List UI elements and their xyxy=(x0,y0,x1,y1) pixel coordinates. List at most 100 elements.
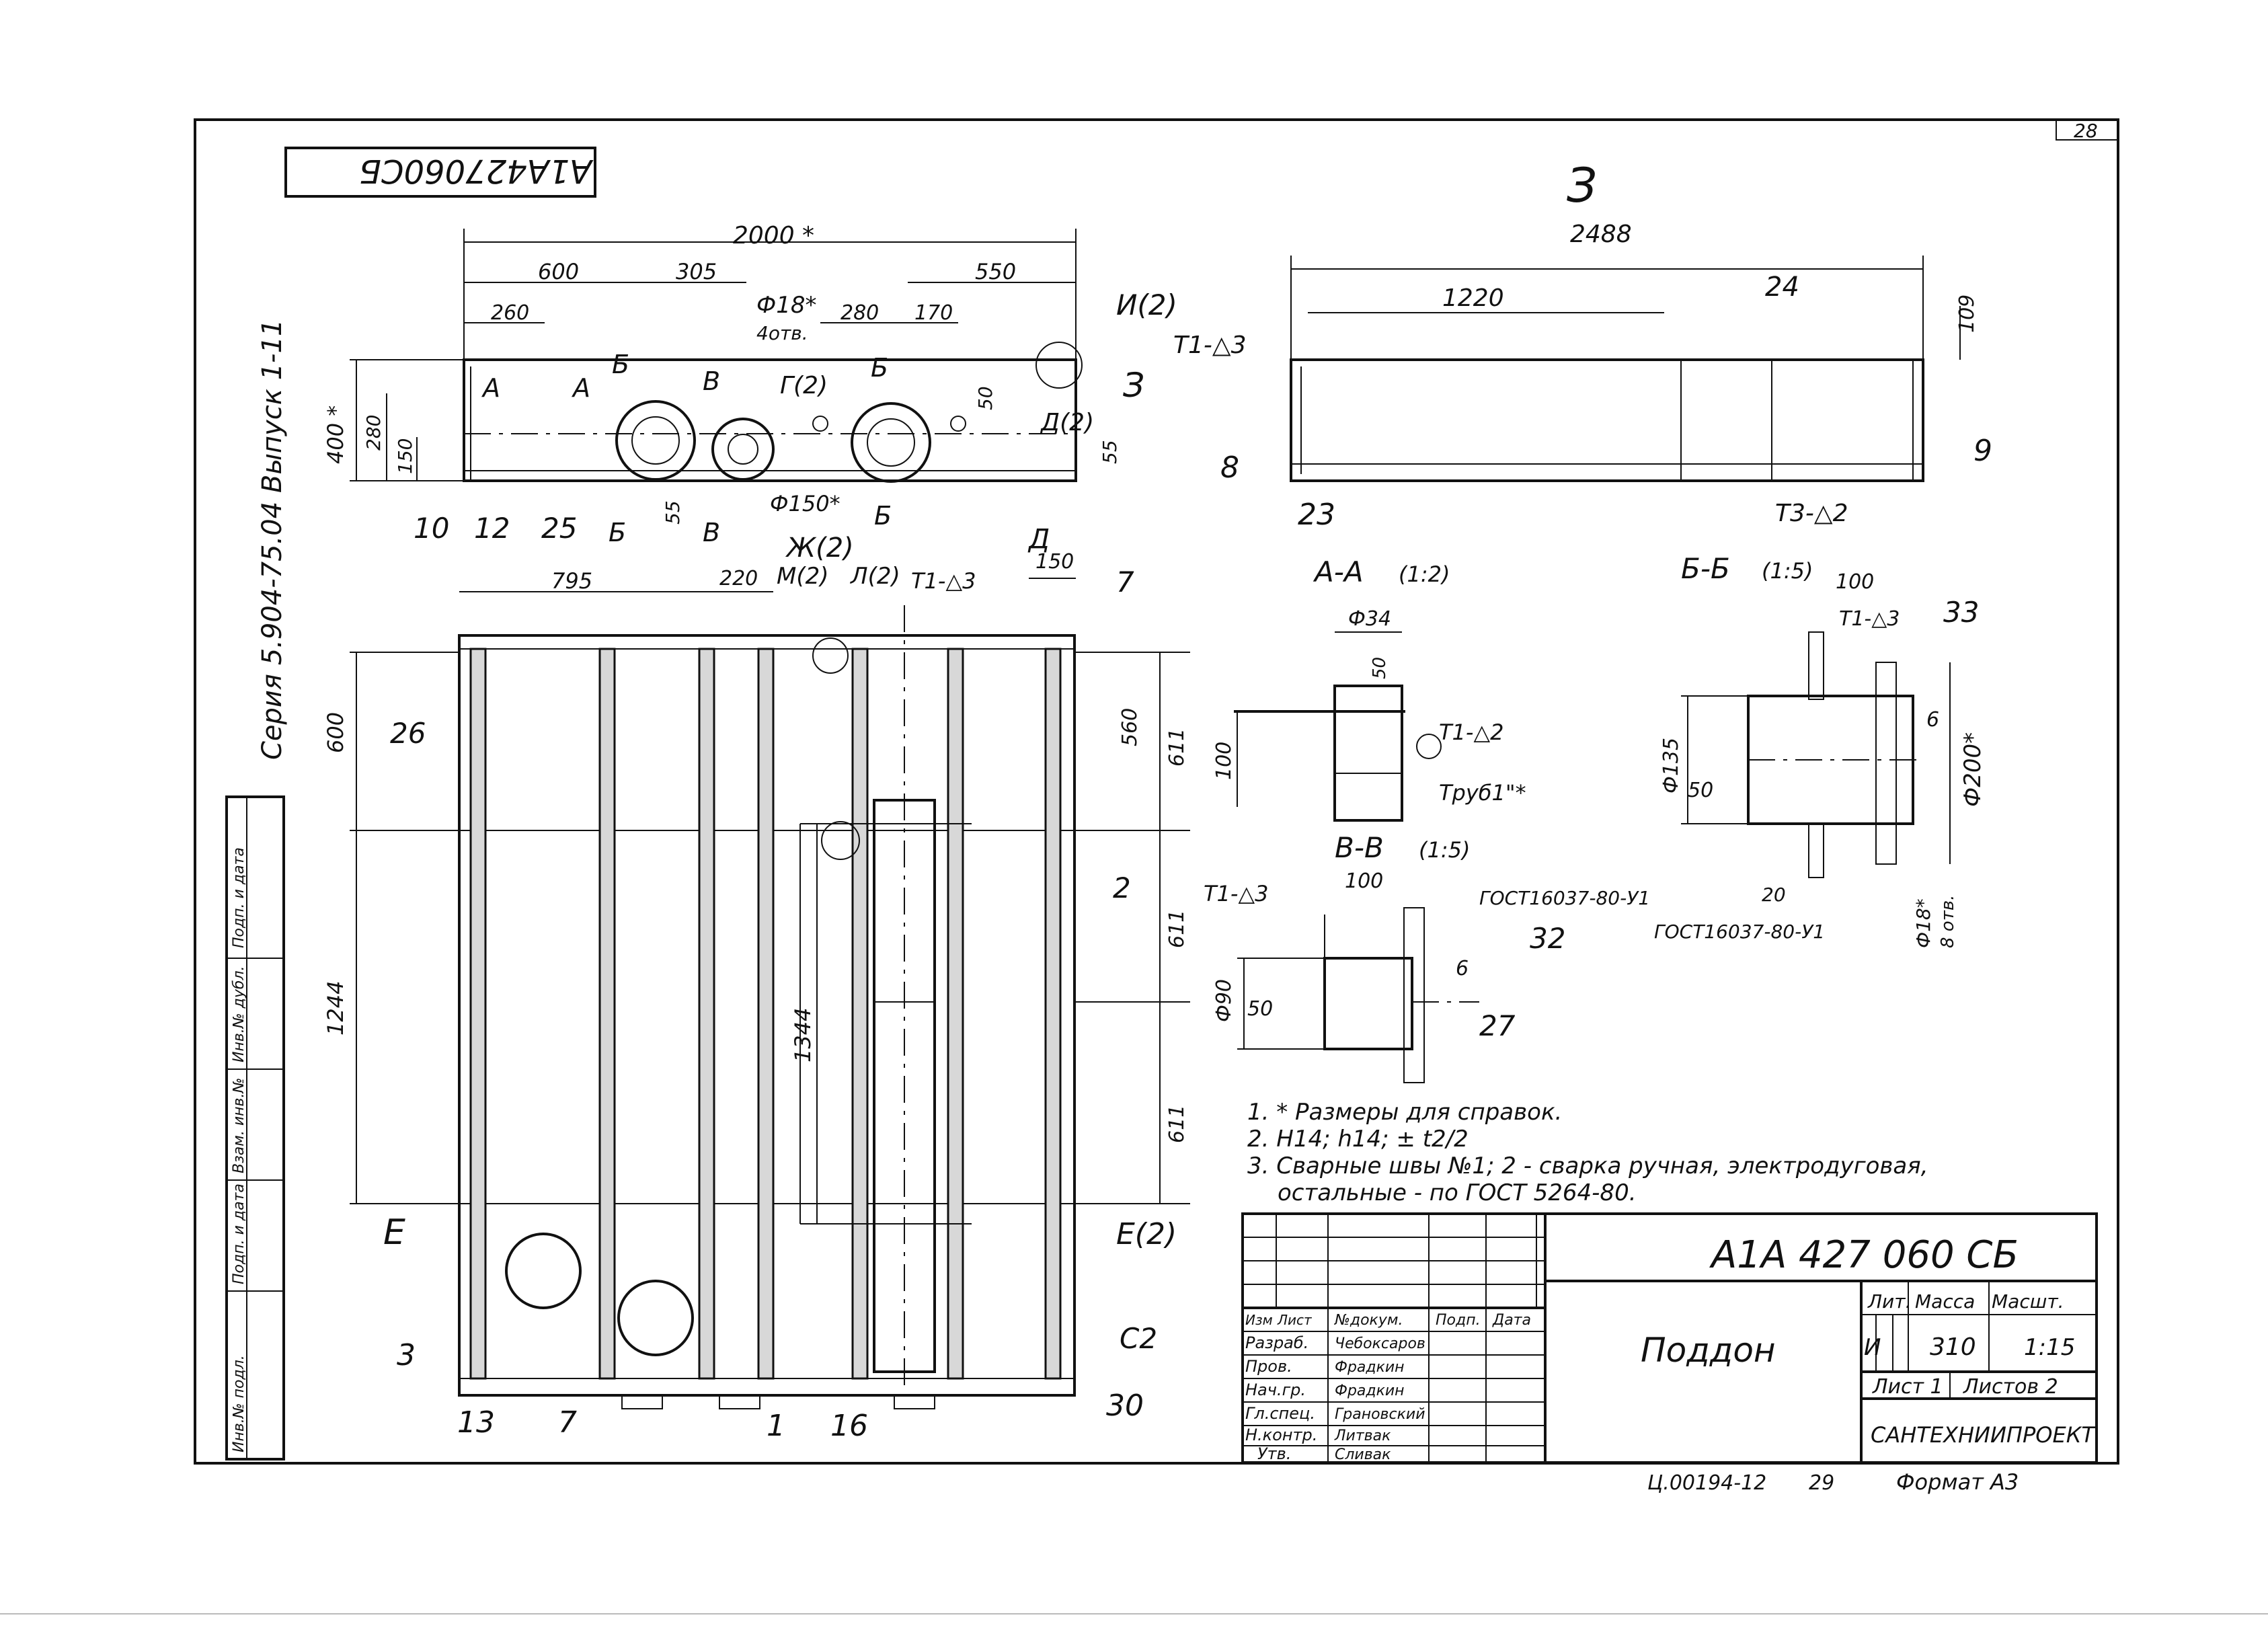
section-bb-drawing xyxy=(1681,631,1951,878)
plan-mark-m2: М(2) xyxy=(777,563,829,590)
dim-260: 260 xyxy=(491,301,529,325)
section-aa-dim-100: 100 xyxy=(1212,742,1236,780)
dim-280: 280 xyxy=(840,301,879,325)
plan-callout-16: 16 xyxy=(830,1409,868,1443)
title-block xyxy=(1241,1212,2098,1464)
tb-sheet: Лист 1 xyxy=(1872,1375,1943,1399)
side-col-3: Взам. инв.№ xyxy=(231,1078,247,1173)
section-aa-weld: Т1-△2 xyxy=(1439,719,1503,745)
tb-name-1: Чебоксаров xyxy=(1335,1335,1425,1352)
plan-callout-7: 7 xyxy=(1116,566,1134,598)
view-z-drawing xyxy=(1290,256,1961,482)
view-mark-i2: И(2) xyxy=(1116,288,1177,321)
section-mark-b3: Б xyxy=(609,518,626,547)
tb-lit-label: Лит. xyxy=(1867,1290,1911,1313)
tb-h-doc: №докум. xyxy=(1334,1312,1403,1329)
section-vv-title: В-В xyxy=(1335,831,1384,864)
section-bb-dim-50: 50 xyxy=(1688,779,1713,802)
view-z-callout-9: 9 xyxy=(1973,434,1992,468)
dim-305: 305 xyxy=(676,259,717,284)
section-aa-dim-34: Ф34 xyxy=(1348,607,1391,631)
tb-lit: И xyxy=(1864,1334,1881,1361)
plan-callout-2: 2 xyxy=(1113,871,1131,904)
plan-mark-weld: Т1-△3 xyxy=(911,568,976,594)
view-mark-z: З xyxy=(1123,366,1144,405)
section-mark-a1: А xyxy=(481,373,500,403)
section-bb-dim-100: 100 xyxy=(1836,570,1874,594)
plan-dim-795: 795 xyxy=(551,568,592,594)
section-vv-callout-27: 27 xyxy=(1479,1009,1516,1042)
section-bb-dim-200: Ф200* xyxy=(1959,732,1986,807)
section-mark-g2: Г(2) xyxy=(780,372,828,399)
plan-callout-13: 13 xyxy=(457,1405,495,1440)
note-1: 1. * Размеры для справок. xyxy=(1247,1099,1562,1126)
dim-2000: 2000 * xyxy=(733,222,814,249)
callout-10: 10 xyxy=(414,512,449,545)
section-mark-d: Д xyxy=(1027,524,1050,555)
plan-callout-c2: С2 xyxy=(1120,1322,1157,1355)
dim-50-v: 50 xyxy=(974,386,996,410)
plan-callout-7b: 7 xyxy=(558,1405,577,1440)
side-col-4: Подп. и дата xyxy=(231,1183,247,1284)
plan-dim-611-b: 611 xyxy=(1165,910,1189,948)
section-bb-callout-33: 33 xyxy=(1943,596,1979,629)
tb-sheets: Листов 2 xyxy=(1963,1375,2058,1399)
dim-55-v: 55 xyxy=(662,500,684,524)
section-vv-callout-32: 32 xyxy=(1530,922,1565,955)
section-bb-dim-6: 6 xyxy=(1926,708,1939,732)
section-vv-dim-50: 50 xyxy=(1247,997,1273,1021)
tb-role-1: Разраб. xyxy=(1245,1333,1308,1352)
plan-dim-611-a: 611 xyxy=(1165,728,1189,767)
plan-mark-e2: Е(2) xyxy=(1116,1217,1177,1251)
plan-dim-600: 600 xyxy=(323,712,348,753)
hole-note-150: Ф150* xyxy=(770,491,840,516)
plan-callout-26: 26 xyxy=(390,717,426,750)
side-col-2: Инв.№ дубл. xyxy=(231,966,247,1062)
view-z-callout-24: 24 xyxy=(1765,272,1799,303)
side-strip: Подп. и дата Инв.№ дубл. Взам. инв.№ Под… xyxy=(225,795,285,1461)
plan-mark-e: Е xyxy=(383,1212,405,1253)
dim-400: 400 * xyxy=(323,405,348,464)
side-col-1: Подп. и дата xyxy=(231,847,247,948)
tb-name-5: Литвак xyxy=(1334,1428,1391,1444)
plan-callout-3: 3 xyxy=(397,1338,416,1372)
section-mark-b2: Б xyxy=(871,353,888,383)
section-mark-d2: Д(2) xyxy=(1040,409,1094,436)
tb-name-2: Фрадкин xyxy=(1335,1359,1405,1376)
section-aa-dim-50: 50 xyxy=(1370,657,1390,679)
dim-170: 170 xyxy=(914,301,953,325)
plan-dim-611-c: 611 xyxy=(1165,1105,1189,1143)
tb-role-2: Пров. xyxy=(1245,1357,1292,1376)
section-mark-b4: Б xyxy=(874,501,892,531)
series-label: Серия 5.904-75.04 Выпуск 1-11 xyxy=(257,319,288,760)
note-3b: остальные - по ГОСТ 5264-80. xyxy=(1278,1179,1637,1206)
sheet-number-box xyxy=(2056,119,2119,141)
dim-600: 600 xyxy=(538,259,579,284)
footer-format: Формат А3 xyxy=(1896,1469,2019,1495)
section-bb-weld: Т1-△3 xyxy=(1839,607,1900,631)
tb-mass: 310 xyxy=(1930,1333,1976,1361)
plan-dim-560: 560 xyxy=(1118,708,1142,746)
dim-55-v2: 55 xyxy=(1099,440,1121,464)
title-name: Поддон xyxy=(1641,1331,1776,1370)
section-aa-scale: (1:2) xyxy=(1399,561,1450,587)
section-bb-title: Б-Б xyxy=(1681,552,1730,585)
section-bb-dim-20: 20 xyxy=(1762,884,1786,906)
hole-note-18: Ф18* xyxy=(756,292,817,319)
tb-mass-label: Масса xyxy=(1915,1290,1975,1313)
tb-h-data: Дата xyxy=(1492,1312,1531,1329)
tb-scale: 1:15 xyxy=(2024,1334,2075,1361)
sheet-frame xyxy=(194,118,2119,1465)
view-z-title: З xyxy=(1567,158,1597,213)
view-z-callout-8: 8 xyxy=(1220,451,1239,485)
dim-550: 550 xyxy=(975,259,1016,284)
view-z-weld-b: Т3-△2 xyxy=(1775,500,1848,527)
tb-h-izm: Изм xyxy=(1245,1312,1273,1328)
dim-280-v: 280 xyxy=(362,415,385,451)
callout-12: 12 xyxy=(474,512,510,545)
tb-h-list: Лист xyxy=(1277,1312,1313,1328)
section-vv-scale: (1:5) xyxy=(1419,837,1470,863)
plan-callout-1: 1 xyxy=(767,1409,785,1443)
section-vv-gost: ГОСТ16037-80-У1 xyxy=(1479,887,1650,909)
